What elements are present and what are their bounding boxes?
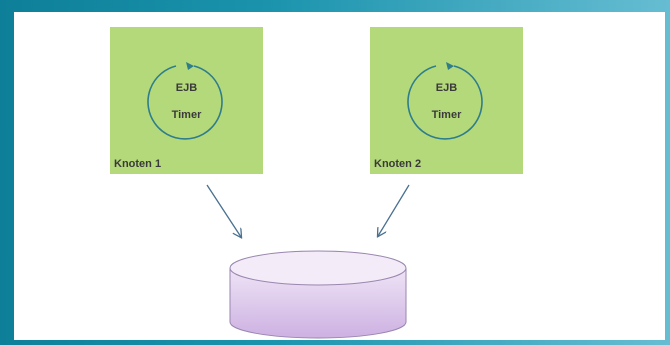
- node-label: Knoten 1: [114, 158, 162, 170]
- diagram-canvas: EJB Timer Knoten 1 EJB Timer Knoten 2: [14, 12, 665, 340]
- circular-arrow-icon: [407, 62, 483, 140]
- cluster-node-1: EJB Timer Knoten 1: [110, 27, 263, 174]
- node-label: Knoten 2: [374, 158, 422, 170]
- cluster-node-2: EJB Timer Knoten 2: [370, 27, 523, 174]
- timer-title: EJB: [435, 82, 458, 94]
- timer-title: EJB: [175, 82, 198, 94]
- database-cylinder-icon: [229, 250, 407, 339]
- timer-subtitle: Timer: [171, 109, 202, 121]
- circular-arrow-icon: [147, 62, 223, 140]
- arrow-node1-to-database: [206, 184, 241, 237]
- arrow-node2-to-database: [378, 184, 410, 236]
- timer-subtitle: Timer: [431, 109, 462, 121]
